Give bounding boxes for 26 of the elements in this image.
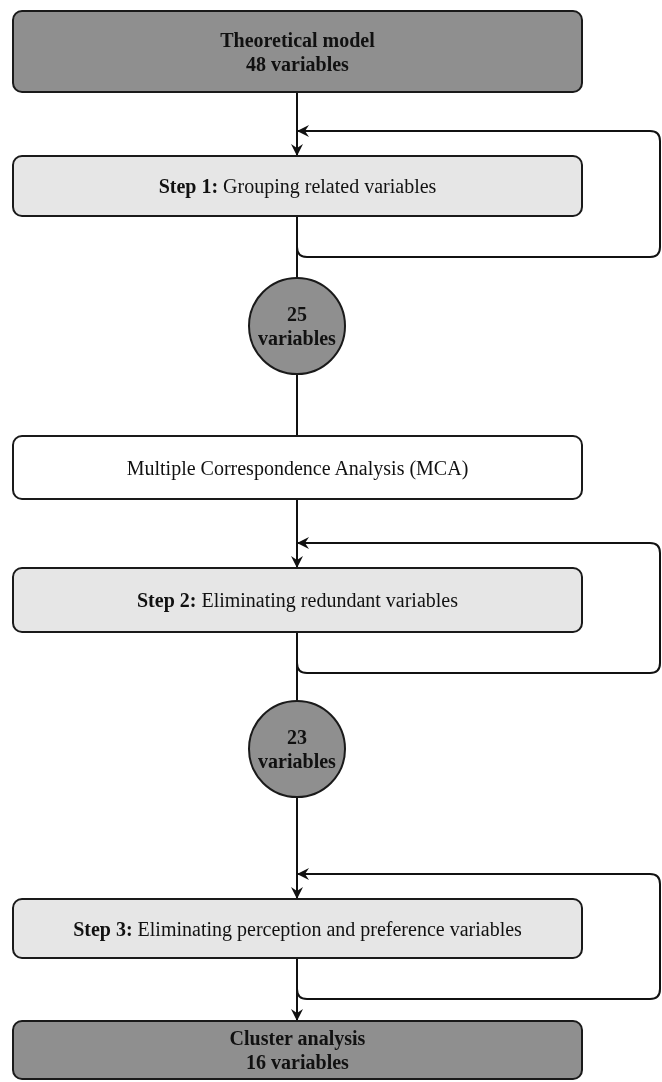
feedback-loop-arrow xyxy=(296,868,661,1000)
arrow xyxy=(291,92,303,156)
process-box xyxy=(12,435,583,500)
feedback-loop-arrow xyxy=(296,537,661,674)
node-text: Step 1: Grouping related variables xyxy=(158,174,437,198)
node-text: 48 variables xyxy=(246,51,349,76)
node-text: Multiple Correspondence Analysis (MCA) xyxy=(126,455,469,480)
node-text: Theoretical model xyxy=(220,27,375,52)
process-box xyxy=(12,155,583,217)
connector-line xyxy=(296,632,298,701)
arrow xyxy=(291,797,303,899)
arrow xyxy=(291,958,303,1021)
stage-box xyxy=(12,1020,583,1080)
connector-line xyxy=(296,374,298,436)
node-text: Step 2: Eliminating redundant variables xyxy=(136,588,458,612)
stage-box xyxy=(12,10,583,93)
arrow xyxy=(291,499,303,568)
node-text: Step 3: Eliminating perception and preference variables xyxy=(73,916,522,941)
node-text: 16 variables xyxy=(246,1050,349,1074)
node-text: 25 variables xyxy=(258,302,336,350)
process-box xyxy=(12,567,583,633)
connector-line xyxy=(296,216,298,278)
feedback-loop-arrow xyxy=(296,125,661,258)
node-text: 23 variables xyxy=(258,725,336,773)
process-box xyxy=(12,898,583,959)
node-text: Cluster analysis xyxy=(229,1026,366,1050)
